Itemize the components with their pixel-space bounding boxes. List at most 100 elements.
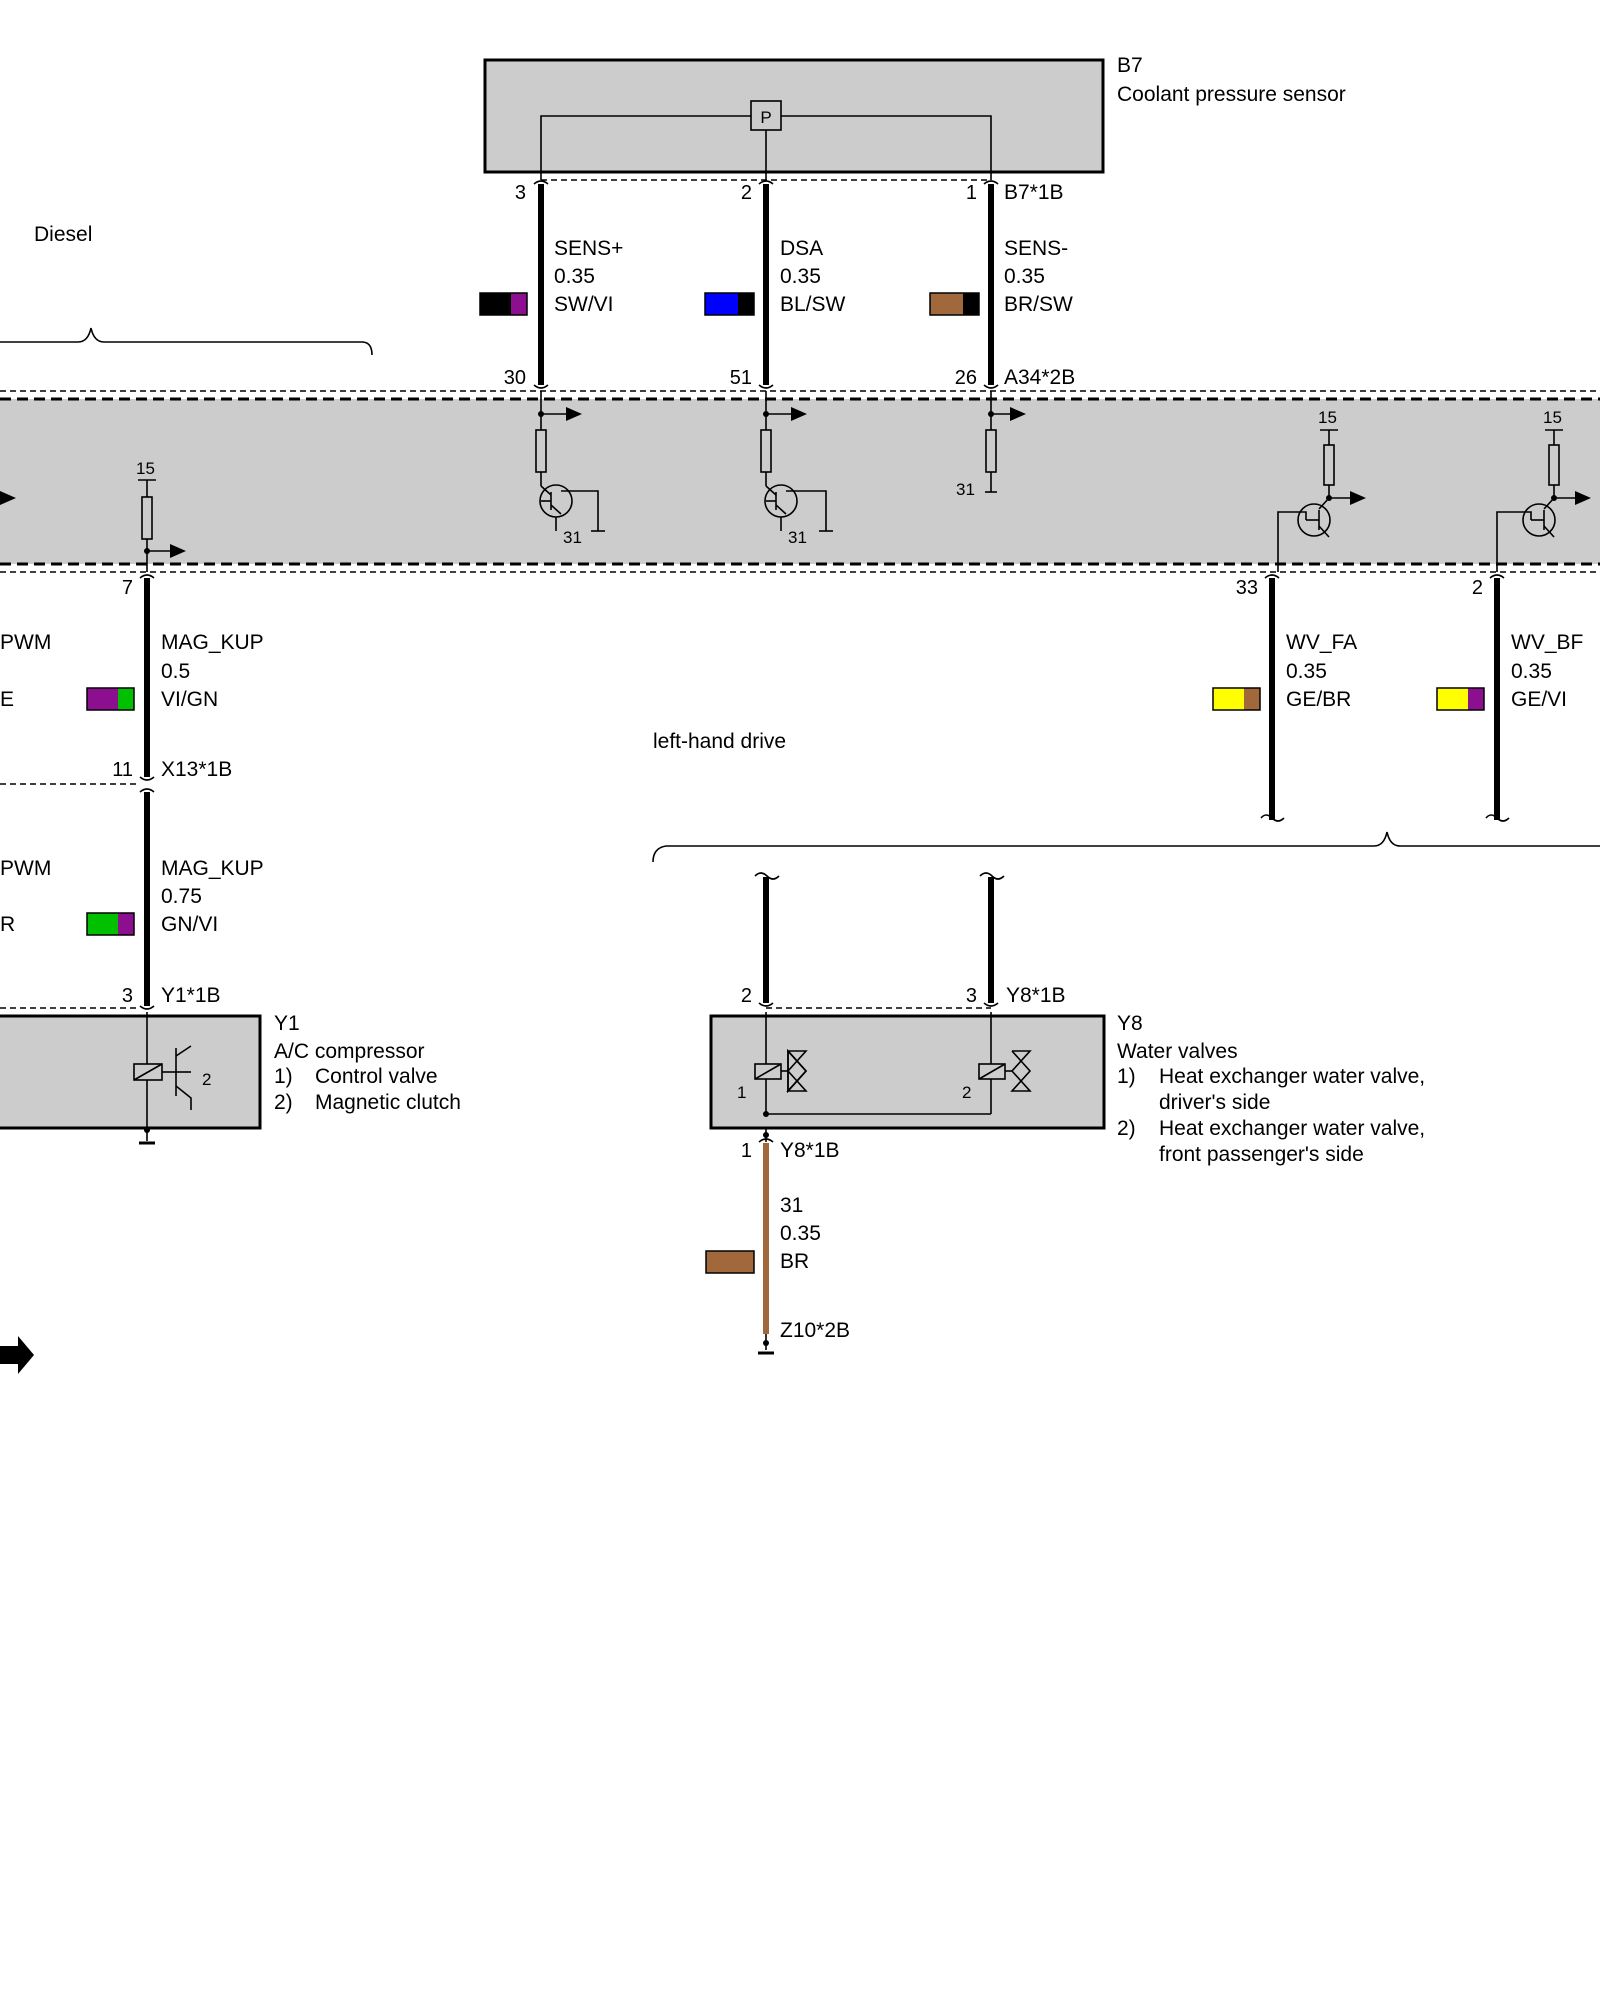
z10-connector-label: Z10*2B (780, 1319, 850, 1342)
pin-sens-minus-bottom: 26 (955, 367, 977, 389)
wire-sens-minus-label: SENS- 0.35 BR/SW (1004, 237, 1073, 316)
y1-connector-label: Y1*1B (161, 984, 221, 1007)
x13-connector-label: X13*1B (161, 758, 232, 781)
svg-text:0.35: 0.35 (780, 265, 821, 288)
y8-connector-label-top: Y8*1B (1006, 984, 1066, 1007)
svg-text:2): 2) (274, 1091, 293, 1114)
wire-color-swatch-ge-vi (1436, 687, 1485, 711)
partial-e: E (0, 688, 14, 711)
svg-text:SENS-: SENS- (1004, 237, 1068, 260)
svg-text:0.35: 0.35 (780, 1222, 821, 1245)
svg-text:DSA: DSA (780, 237, 823, 260)
pin-wv-fa-top: 33 (1236, 577, 1258, 599)
a34-connector-label: A34*2B (1004, 366, 1075, 389)
pin-dsa-bottom: 51 (730, 367, 752, 389)
svg-text:SENS+: SENS+ (554, 237, 623, 260)
wire-y8-in-1 (754, 872, 780, 1007)
svg-text:A/C compressor: A/C compressor (274, 1040, 425, 1063)
wire-color-swatch-gn-vi (86, 912, 135, 936)
svg-text:Control valve: Control valve (315, 1065, 438, 1088)
wire-color-swatch-ge-br (1212, 687, 1261, 711)
upper-wires (533, 180, 999, 389)
wire-color-swatch-bl-sw (704, 292, 755, 316)
svg-text:Heat exchanger water valve,: Heat exchanger water valve, (1159, 1117, 1425, 1140)
svg-text:15: 15 (1318, 408, 1337, 427)
pin-ground-31: 1 (741, 1140, 752, 1162)
y8-water-valves: 1 2 (709, 1012, 1106, 1130)
wire-ground-31-label: 31 0.35 BR (780, 1194, 821, 1273)
pin-dsa-top: 2 (741, 182, 752, 204)
y1-ac-compressor: 2 (0, 1012, 262, 1145)
svg-text:31: 31 (780, 1194, 803, 1217)
pin-x13: 11 (112, 759, 133, 781)
svg-text:1): 1) (274, 1065, 293, 1088)
output-circuit-wv-bf: 15 (1496, 408, 1591, 572)
wire-mag-kup-label: MAG_KUP 0.5 VI/GN (161, 631, 264, 711)
svg-text:GN/VI: GN/VI (161, 913, 218, 936)
pin-y8-2: 2 (741, 985, 752, 1007)
pin-sens-plus-top: 3 (515, 182, 526, 204)
svg-text:BL/SW: BL/SW (780, 293, 846, 316)
partial-pwm-1: PWM (0, 631, 51, 654)
svg-text:BR/SW: BR/SW (1004, 293, 1073, 316)
continuation-arrow (0, 1336, 34, 1374)
svg-text:0.35: 0.35 (1286, 660, 1327, 683)
output-circuit-wv-fa: 15 (1277, 408, 1366, 572)
svg-text:31: 31 (563, 528, 582, 547)
partial-pwm-2: PWM (0, 857, 51, 880)
input-circuit-dsa: 31 (760, 391, 833, 547)
pin-y1: 3 (122, 985, 133, 1007)
svg-text:MAG_KUP: MAG_KUP (161, 857, 264, 880)
svg-text:2: 2 (962, 1083, 971, 1102)
wire-ground-31 (758, 1128, 774, 1355)
svg-text:VI/GN: VI/GN (161, 688, 218, 711)
input-circuit-sens-minus: 31 (956, 391, 1026, 499)
wire-wv-bf-label: WV_BF 0.35 GE/VI (1511, 631, 1583, 711)
svg-text:driver's side: driver's side (1159, 1091, 1270, 1114)
y1-legend: Y1 A/C compressor 1) Control valve 2) Ma… (274, 1012, 461, 1114)
y8-legend: Y8 Water valves 1) Heat exchanger water … (1117, 1012, 1425, 1166)
svg-text:WV_BF: WV_BF (1511, 631, 1583, 654)
wire-color-swatch-br (705, 1250, 755, 1274)
svg-text:0.75: 0.75 (161, 885, 202, 908)
svg-text:SW/VI: SW/VI (554, 293, 614, 316)
svg-text:GE/VI: GE/VI (1511, 688, 1567, 711)
input-circuit-sens-plus: 31 (535, 391, 605, 547)
svg-text:Y1: Y1 (274, 1012, 300, 1035)
wire-color-swatch-br-sw (929, 292, 980, 316)
pressure-symbol-label: P (760, 108, 771, 127)
b7-coolant-pressure-sensor: P B7 Coolant pressure sensor (483, 54, 1346, 180)
b7-id: B7 (1117, 54, 1143, 77)
pin-y8-3: 3 (966, 985, 977, 1007)
left-hand-drive-brace (652, 831, 1600, 863)
svg-text:2): 2) (1117, 1117, 1136, 1140)
svg-text:1): 1) (1117, 1065, 1136, 1088)
wire-color-swatch-sw-vi (479, 292, 528, 316)
svg-text:MAG_KUP: MAG_KUP (161, 631, 264, 654)
output-circuit-mag-kup: 15 (0, 459, 186, 572)
wire-wv-fa-label: WV_FA 0.35 GE/BR (1286, 631, 1357, 711)
b7-connector-label: B7*1B (1004, 181, 1064, 204)
svg-text:1: 1 (737, 1083, 746, 1102)
svg-text:15: 15 (1543, 408, 1562, 427)
svg-text:2: 2 (202, 1070, 211, 1089)
a34-control-unit: 31 31 31 (0, 390, 1600, 573)
wire-wv-fa (1260, 574, 1285, 822)
pin-wv-bf-top: 2 (1472, 577, 1483, 599)
diesel-label: Diesel (34, 223, 92, 246)
wire-dsa-label: DSA 0.35 BL/SW (780, 237, 846, 316)
svg-text:BR: BR (780, 1250, 809, 1273)
pin-sens-plus-bottom: 30 (504, 367, 526, 389)
svg-text:WV_FA: WV_FA (1286, 631, 1357, 654)
wire-sens-plus-label: SENS+ 0.35 SW/VI (554, 237, 623, 316)
left-hand-drive-label: left-hand drive (653, 730, 786, 753)
wire-mag-kup-2-label: MAG_KUP 0.75 GN/VI (161, 857, 264, 936)
svg-text:Y8: Y8 (1117, 1012, 1143, 1035)
svg-text:Magnetic clutch: Magnetic clutch (315, 1091, 461, 1114)
svg-text:31: 31 (788, 528, 807, 547)
svg-text:31: 31 (956, 480, 975, 499)
svg-text:0.35: 0.35 (554, 265, 595, 288)
svg-text:Heat exchanger water valve,: Heat exchanger water valve, (1159, 1065, 1425, 1088)
svg-text:0.35: 0.35 (1511, 660, 1552, 683)
